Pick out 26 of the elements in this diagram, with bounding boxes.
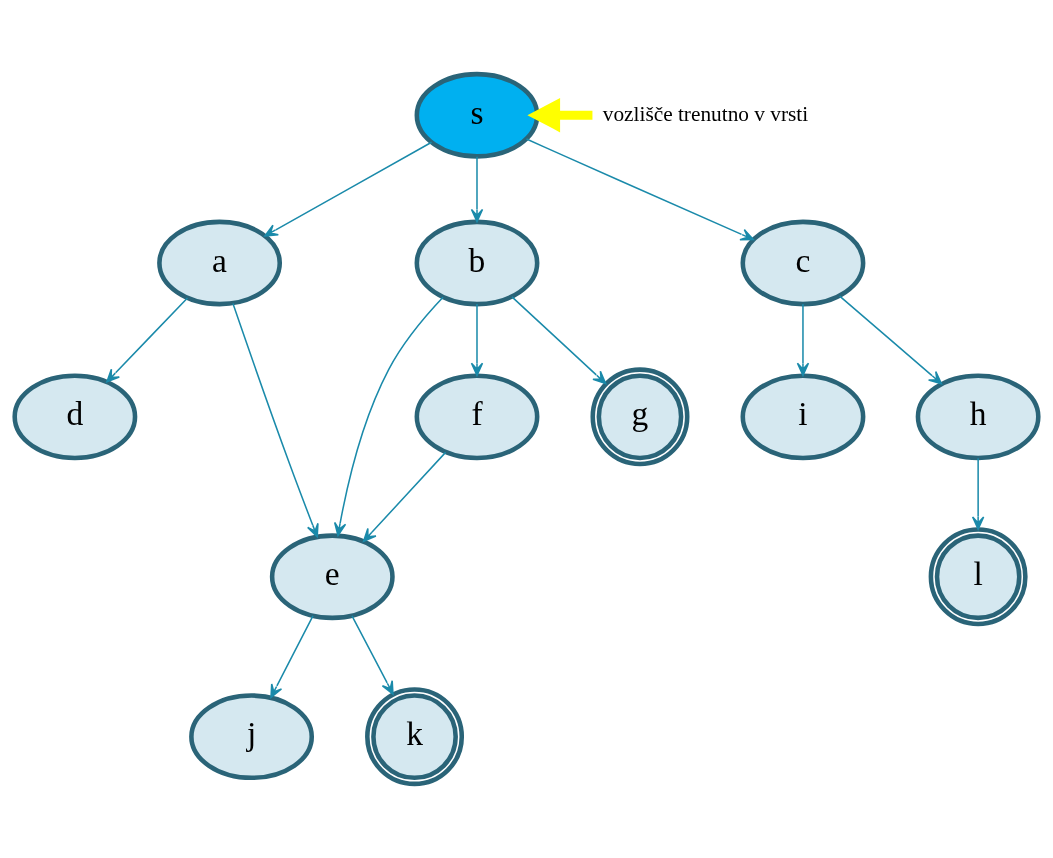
node-circle: k xyxy=(365,687,465,787)
node-text: vozlišče trenutno v vrsti xyxy=(602,101,809,126)
node-ellipse: e xyxy=(269,533,395,621)
arrow xyxy=(838,295,943,385)
arrow xyxy=(232,302,319,538)
arrow xyxy=(333,296,444,537)
arrow xyxy=(270,615,314,699)
node-ellipse: i xyxy=(740,373,866,461)
arrow xyxy=(264,141,433,237)
node-ellipse: d xyxy=(12,373,138,461)
node-circle: l xyxy=(928,527,1028,627)
arrow xyxy=(511,296,607,385)
arrow xyxy=(796,303,810,377)
arrow xyxy=(351,615,394,695)
node-ellipse: f xyxy=(414,373,540,461)
arrow xyxy=(470,303,484,377)
arrow xyxy=(470,155,484,223)
node-ellipse: j xyxy=(189,693,314,781)
node-ellipse: s xyxy=(414,71,540,159)
arrow xyxy=(106,297,189,383)
arrow xyxy=(525,138,755,241)
arrow xyxy=(362,451,447,542)
node-ellipse: h xyxy=(915,373,1041,461)
arrow xyxy=(527,98,593,133)
arrow xyxy=(971,457,985,530)
node-ellipse: b xyxy=(414,219,540,307)
